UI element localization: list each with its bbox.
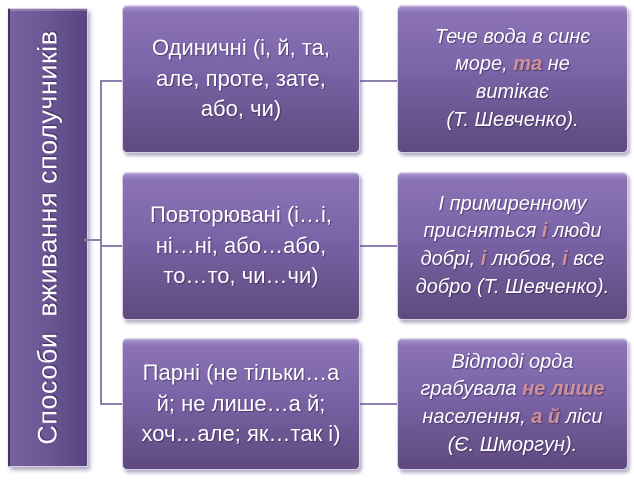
example-box-2: І примиренному присняться і люди добрі, … [397, 172, 628, 320]
type-box-3-label: Парні (не тільки…а й; не лише…а й; хоч…а… [141, 359, 341, 447]
connector-example-3 [359, 403, 399, 405]
connector-bar-link [84, 239, 102, 241]
example-box-1-text: Тече вода в синє море, та не витікає (Т.… [434, 25, 591, 131]
connector-branch-1 [100, 80, 124, 82]
category-bar-label: Способи вживання сполучників [33, 30, 64, 445]
connector-branch-2 [100, 245, 124, 247]
category-bar: Способи вживання сполучників [8, 8, 88, 467]
connector-example-2 [359, 245, 399, 247]
type-box-3: Парні (не тільки…а й; не лише…а й; хоч…а… [122, 338, 360, 470]
example-box-2-text: І примиренному присняться і люди добрі, … [415, 192, 610, 298]
example-box-3: Відтоді орда грабувала не лише населення… [397, 338, 628, 470]
connector-branch-3 [100, 403, 124, 405]
connector-example-1 [359, 80, 399, 82]
type-box-1-label: Одиничні (і, й, та, але, проте, зате, аб… [152, 34, 330, 122]
example-box-3-text: Відтоді орда грабувала не лише населення… [420, 350, 605, 456]
type-box-1: Одиничні (і, й, та, але, проте, зате, аб… [122, 5, 360, 153]
type-box-2: Повторювані (і…і, ні…ні, або…або, то…то,… [122, 172, 360, 320]
type-box-2-label: Повторювані (і…і, ні…ні, або…або, то…то,… [149, 201, 333, 289]
connector-trunk [100, 80, 102, 405]
example-box-1: Тече вода в синє море, та не витікає (Т.… [397, 5, 628, 153]
